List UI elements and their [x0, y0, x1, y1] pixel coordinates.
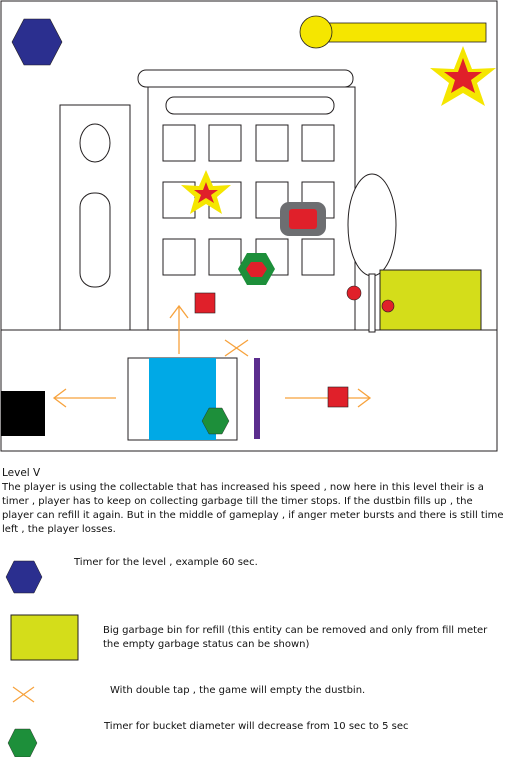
tree-crown	[347, 173, 397, 277]
window	[162, 238, 196, 276]
building-windows	[162, 124, 335, 276]
level-timer-hexagon-icon	[11, 18, 63, 66]
legend-lime-rectangle-icon	[10, 614, 79, 661]
left-arrow-icon	[52, 388, 116, 408]
star-powerup-window-icon[interactable]	[181, 170, 231, 214]
legend-orange-cross-icon	[12, 686, 35, 703]
window	[162, 124, 196, 162]
legend-label-bucket-diameter: Timer for bucket diameter will decrease …	[104, 721, 409, 732]
window	[301, 238, 335, 276]
right-arrow-icon	[285, 388, 372, 408]
bucket-timer-hexagon-icon[interactable]	[238, 253, 275, 285]
window	[255, 124, 289, 162]
legend-green-hexagon-icon	[7, 728, 38, 757]
garbage-item-red-dot[interactable]	[381, 299, 395, 313]
window	[301, 124, 335, 162]
speed-meter-knob	[299, 15, 333, 49]
main-building-sign	[165, 96, 335, 115]
legend-label-bin: Big garbage bin for refill (this entity …	[103, 625, 488, 650]
speed-meter-bar	[314, 22, 487, 43]
bucket-timer-hexagon-player-icon	[201, 407, 230, 435]
garbage-item-red[interactable]	[194, 292, 216, 314]
garbage-item-red-dot[interactable]	[346, 285, 362, 301]
anger-meter-bar	[254, 358, 260, 439]
tree-trunk	[368, 273, 376, 333]
window	[208, 238, 242, 276]
level-description: The player is using the collectable that…	[2, 482, 504, 535]
double-tap-cross-icon[interactable]	[224, 339, 249, 357]
big-garbage-bin[interactable]	[379, 269, 482, 331]
garbage-item-grey[interactable]	[280, 202, 326, 236]
garbage-item-red-moving[interactable]	[327, 386, 349, 408]
window	[208, 124, 242, 162]
black-obstacle	[1, 391, 45, 436]
level-title: Level V	[2, 467, 41, 479]
main-building-roof	[137, 69, 354, 88]
left-building-window-oval	[79, 123, 111, 163]
legend-label-double-tap: With double tap , the game will empty th…	[110, 685, 366, 696]
star-powerup-icon[interactable]	[430, 46, 496, 106]
legend-blue-hexagon-icon	[5, 560, 43, 594]
legend-label-timer: Timer for the level , example 60 sec.	[74, 557, 258, 568]
up-arrow-icon	[169, 304, 189, 354]
left-building-door	[79, 192, 111, 288]
